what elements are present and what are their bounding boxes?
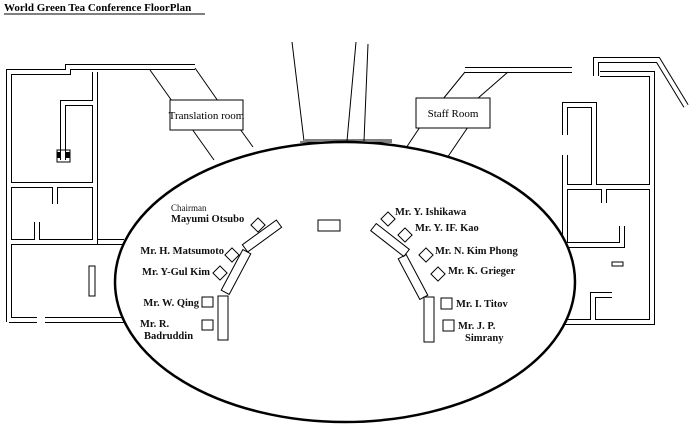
chair bbox=[201, 296, 214, 308]
chair bbox=[440, 297, 453, 310]
table bbox=[369, 222, 411, 258]
conference-hall bbox=[113, 140, 577, 424]
seat-label: Mr. Y. Ishikawa bbox=[395, 207, 467, 218]
seat-label: Mayumi Otsubo bbox=[171, 214, 244, 225]
chair bbox=[430, 266, 446, 282]
seat-label: Badruddin bbox=[144, 331, 193, 342]
staff-room: Staff Room bbox=[415, 97, 491, 129]
svg-text:Translation room: Translation room bbox=[169, 110, 245, 122]
table bbox=[220, 248, 252, 296]
chair bbox=[224, 247, 240, 263]
chair bbox=[380, 211, 396, 227]
seat-label: Mr. Y-Gul Kim bbox=[142, 267, 210, 278]
chair bbox=[442, 319, 455, 332]
corridor-lines bbox=[149, 41, 509, 161]
plan-title: World Green Tea Conference FloorPlan bbox=[4, 2, 191, 14]
chair bbox=[212, 265, 228, 281]
translation-room: Translation room bbox=[169, 99, 245, 131]
right-seating bbox=[369, 211, 455, 343]
table bbox=[423, 296, 435, 343]
center-table bbox=[317, 219, 341, 232]
table bbox=[217, 295, 229, 341]
svg-text:Staff Room: Staff Room bbox=[428, 108, 479, 120]
chair bbox=[397, 227, 413, 243]
seat-label: Simrany bbox=[465, 333, 504, 344]
seat-label: Mr. K. Grieger bbox=[448, 266, 516, 277]
seat-label: Mr. N. Kim Phong bbox=[435, 246, 518, 257]
chair bbox=[250, 217, 266, 233]
seat-label: Mr. J. P. bbox=[458, 321, 496, 332]
seat-label: Mr. Y. IF. Kao bbox=[415, 223, 479, 234]
chair bbox=[201, 319, 214, 331]
left-seating bbox=[201, 217, 283, 341]
chair bbox=[418, 247, 434, 263]
table bbox=[241, 219, 283, 253]
seat-label: Mr. W. Qing bbox=[143, 298, 199, 309]
seat-label: Mr. H. Matsumoto bbox=[140, 246, 224, 257]
seat-label: Mr. R. bbox=[140, 319, 169, 330]
chairman-role: Chairman bbox=[171, 203, 207, 213]
seat-label: Mr. I. Titov bbox=[456, 299, 508, 310]
